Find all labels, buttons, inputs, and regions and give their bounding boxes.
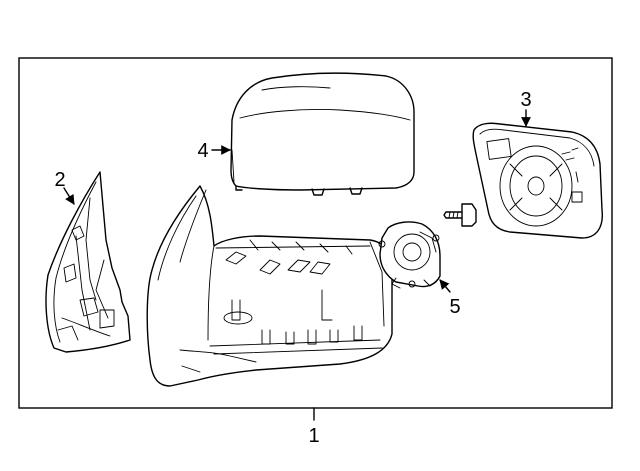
callout-5: 5 <box>449 296 460 318</box>
mirror-rear-housing <box>45 171 131 353</box>
mounting-screw <box>443 203 477 227</box>
mirror-assembly-housing <box>146 185 393 387</box>
callout-3: 3 <box>520 89 531 111</box>
callout-2: 2 <box>54 169 65 191</box>
callout-4: 4 <box>197 140 208 162</box>
leader-line-2 <box>63 187 75 205</box>
mirror-glass <box>472 122 603 239</box>
callout-1: 1 <box>308 425 319 447</box>
leader-line-5 <box>439 279 451 293</box>
mirror-cover-cap <box>230 72 415 196</box>
mirror-actuator-motor <box>378 221 441 289</box>
